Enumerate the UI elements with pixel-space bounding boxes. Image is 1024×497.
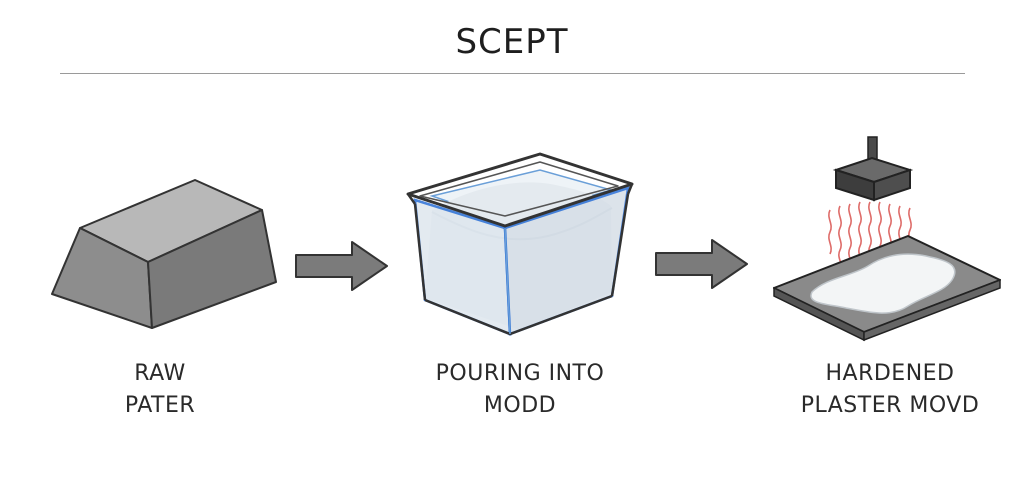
arrow-right-icon: [295, 241, 388, 291]
step-label-raw: RAW PATER: [60, 358, 260, 422]
mold-icon: [406, 152, 634, 336]
step-label-line: MODD: [483, 393, 557, 418]
title-divider: [60, 73, 965, 74]
step-label-pouring: POURING INTO MODD: [400, 358, 640, 422]
arrow-right-icon: [655, 239, 748, 289]
step-label-line: POURING INTO: [435, 361, 605, 386]
diagram-title: SCEPT: [455, 22, 569, 62]
step-label-line: PLASTER MOVD: [800, 393, 980, 418]
plaster-cast: [810, 253, 956, 314]
step-label-line: HARDENED: [825, 361, 955, 386]
step-label-line: PATER: [124, 393, 196, 418]
heater-icon: [832, 136, 914, 202]
slab-side: [863, 278, 1001, 342]
step-label-line: RAW: [134, 361, 186, 386]
step-label-hardened: HARDENED PLASTER MOVD: [770, 358, 1010, 422]
raw-block-icon: [51, 179, 277, 329]
block-side-face: [147, 209, 277, 329]
hardened-plaster-icon: [773, 136, 1001, 342]
